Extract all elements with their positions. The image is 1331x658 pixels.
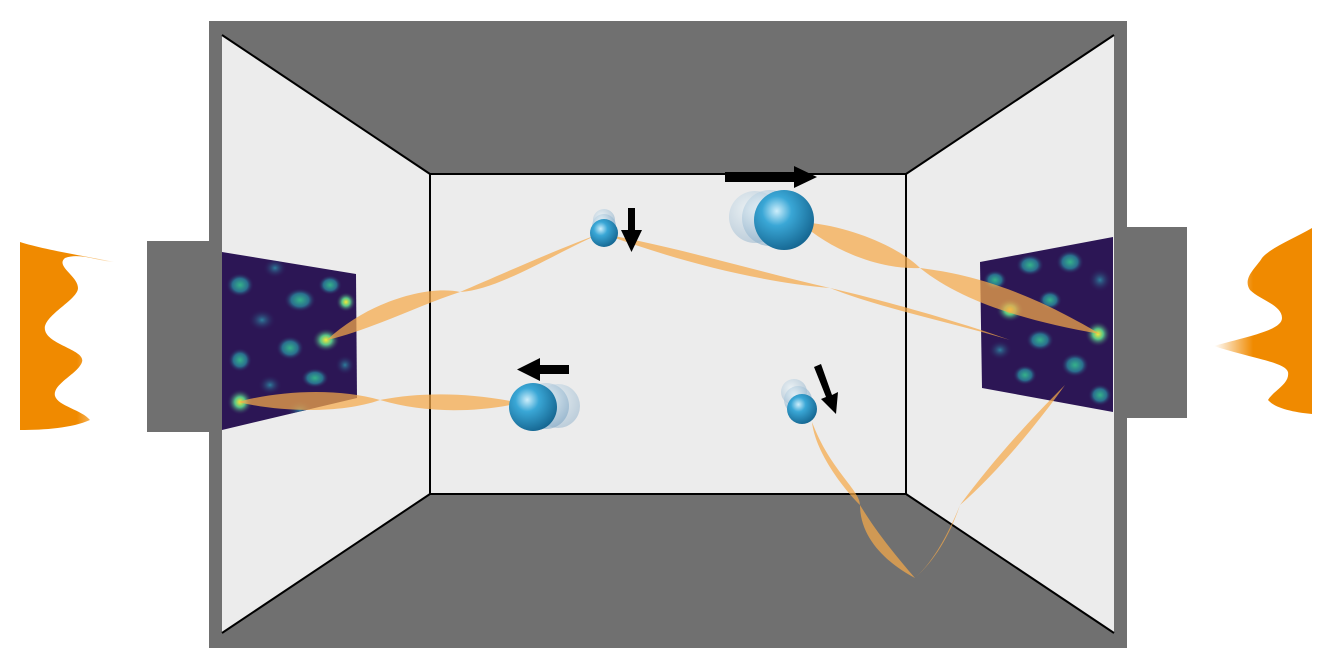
arrow-icon — [814, 364, 838, 414]
waveform-icon — [1214, 228, 1312, 414]
back-wall — [430, 174, 906, 494]
bottom-right-atom — [781, 379, 817, 424]
right-speckle-screen — [980, 237, 1113, 412]
sphere-icon — [754, 190, 814, 250]
waveform-icon — [20, 242, 115, 430]
perspective-edges — [221, 34, 1115, 634]
arrow-icon — [517, 358, 569, 381]
motion-arrows — [517, 166, 838, 414]
sphere-icon — [590, 219, 618, 247]
arrow-icon — [621, 208, 642, 252]
bottom-left-atom — [509, 383, 580, 431]
top-left-atom — [590, 209, 618, 247]
sphere-icon — [509, 383, 557, 431]
sphere-icon — [787, 394, 817, 424]
top-right-atom — [729, 190, 814, 250]
light-beams — [238, 222, 1100, 578]
arrow-icon — [725, 166, 817, 188]
